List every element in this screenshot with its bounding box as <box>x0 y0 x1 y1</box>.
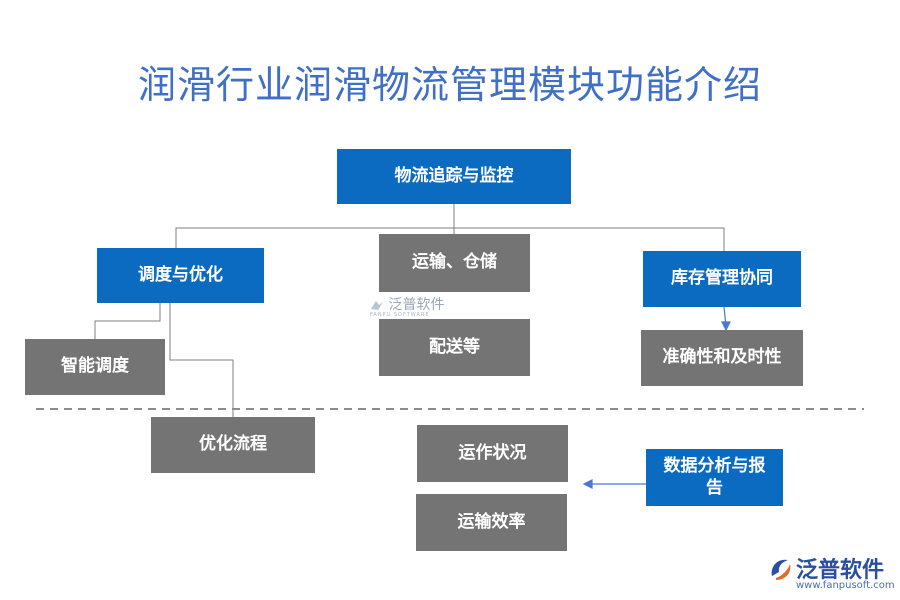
node-accuracy: 准确性和及时性 <box>641 330 803 386</box>
node-operation-status: 运作状况 <box>417 425 568 482</box>
node-transport-efficiency: 运输效率 <box>416 494 567 551</box>
brand-logo-icon <box>768 554 794 592</box>
node-smart-scheduling: 智能调度 <box>25 339 165 395</box>
node-scheduling: 调度与优化 <box>97 248 264 303</box>
node-inventory: 库存管理协同 <box>643 251 801 307</box>
watermark: 泛普软件 FANPU SOFTWARE <box>370 294 444 318</box>
watermark-sub: FANPU SOFTWARE <box>370 312 430 318</box>
node-root: 物流追踪与监控 <box>337 149 571 204</box>
watermark-logo-icon <box>370 299 384 311</box>
node-delivery: 配送等 <box>379 319 530 376</box>
node-data-analysis: 数据分析与报告 <box>646 449 783 506</box>
node-transport-storage: 运输、仓储 <box>379 234 530 292</box>
watermark-name: 泛普软件 <box>388 297 445 313</box>
brand-logo-url: www.fanpusoft.com <box>796 580 895 591</box>
brand-logo-name: 泛普软件 <box>796 558 885 583</box>
node-optimize-flow: 优化流程 <box>151 417 315 473</box>
page-title: 润滑行业润滑物流管理模块功能介绍 <box>137 63 762 107</box>
